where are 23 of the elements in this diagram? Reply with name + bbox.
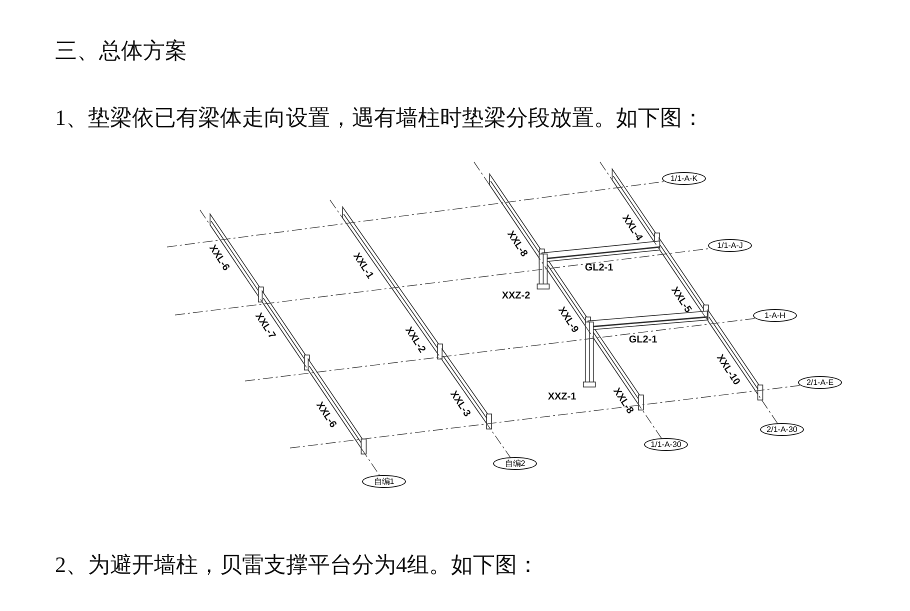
- part-label: XXZ-1: [548, 392, 576, 402]
- grid-line: [290, 385, 800, 448]
- grid-line: [174, 248, 710, 316]
- axis-bubble: 2/1-A-30: [760, 423, 804, 436]
- axis-bubble: 1/1-A-K: [662, 172, 706, 185]
- paragraph: 2、为避开墙柱，贝雷支撑平台分为4组。如下图：: [55, 551, 539, 579]
- grid-line: [166, 181, 664, 248]
- part-label: XXZ-2: [502, 290, 530, 302]
- axis-bubble: 2/1-A-E: [798, 376, 842, 389]
- part-label: GL2-1: [584, 262, 614, 274]
- grid-line: [244, 318, 756, 382]
- axis-bubble: 1/1-A-J: [708, 239, 752, 252]
- axis-bubble: 1/1-A-30: [644, 438, 688, 451]
- grid-line: [474, 162, 662, 439]
- part-label: GL2-1: [628, 334, 658, 346]
- axis-bubble: 自编2: [493, 457, 537, 470]
- section-heading: 三、总体方案: [55, 37, 187, 65]
- grid-line: [600, 162, 778, 424]
- grid-line: [330, 200, 511, 458]
- paragraph: 1、垫梁依已有梁体走向设置，遇有墙柱时垫梁分段放置。如下图：: [55, 104, 704, 132]
- axis-bubble: 1-A-H: [753, 309, 797, 322]
- grid-line: [200, 210, 380, 476]
- axis-bubble: 自编1: [362, 475, 406, 488]
